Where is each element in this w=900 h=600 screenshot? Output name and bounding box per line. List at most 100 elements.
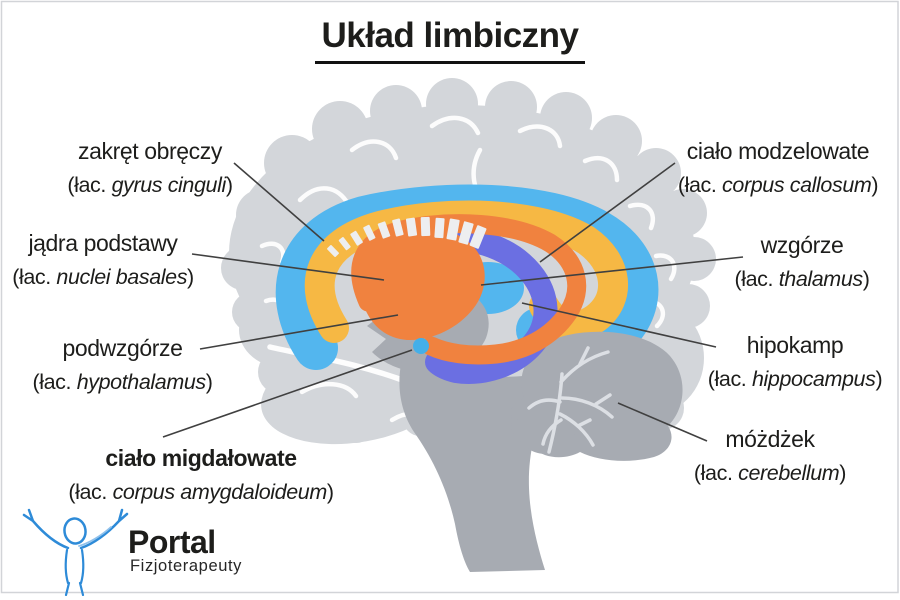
latin-open: (łac. [693,461,733,485]
latin-open: (łac. [12,265,51,289]
internal-capsule-dash [350,230,363,246]
structure-name: móżdżek [725,426,815,452]
structure-name: hipokamp [746,332,844,358]
pointer-lines [162,162,744,442]
cerebrum-lobe-bump [258,350,302,394]
tree-twig [578,346,590,366]
latin-term: cerebellum [738,461,840,485]
latin-open: (łac. [707,367,747,391]
figure-torso [64,548,85,585]
latin-close: ) [839,461,847,485]
latin-close: ) [225,173,233,197]
structure-name: jądra podstawy [28,230,178,256]
tree-twig [576,418,592,428]
structure-latin: (łac. gyrus cinguli) [35,168,265,202]
cerebrum-lobe-bump [339,409,373,443]
cerebrum-lobe-bump [659,189,707,237]
sulcus-line [349,139,399,161]
tree-branch [527,398,562,410]
label-wzgorze: wzgórze (łac. thalamus) [696,228,900,296]
cerebrum-lobe-bump [312,101,368,157]
internal-capsule-dash [469,225,487,249]
cerebrum-lobe-bump [672,237,716,281]
figure-left-arm [22,508,70,550]
structure-latin: (łac. corpus callosum) [662,168,894,202]
structure-latin: (łac. corpus amygdaloideum) [50,475,352,509]
pointer-line-jadra-podstawy [191,253,385,281]
internal-capsule-dashes [327,216,487,257]
latin-term: hippocampus [751,367,876,391]
figure-legs [64,581,85,596]
latin-open: (łac. [68,480,107,504]
figure-right-arm [79,508,129,550]
latin-close: ) [326,480,334,504]
latin-close: ) [205,370,213,394]
structure-name: podwzgórze [62,335,183,361]
lateral-sulcus-line [267,344,421,389]
cerebrum-lobe-bump [540,92,592,144]
sulcus-line [517,124,563,149]
title-text: Układ limbiczny [315,16,585,64]
cerebrum-lobe-bump [284,388,320,424]
latin-term: gyrus cinguli [111,173,227,197]
pointer-line-cialo-migdalowate [162,349,413,438]
raised-arms-figure-icon [22,508,129,596]
latin-open: (łac. [677,173,717,197]
structure-latin: (łac. nuclei basales) [0,260,206,294]
label-cialo-modzelowate: ciało modzelowate (łac. corpus callosum) [662,134,894,202]
internal-capsule-dash [392,218,404,237]
pointer-line-cialo-modzelowate [539,162,676,263]
structure-name: ciało modzelowate [686,138,870,164]
latin-close: ) [187,265,194,289]
internal-capsule-dash [434,217,445,239]
arbor-vitae-tree [527,346,614,454]
latin-term: corpus amygdaloideum [112,480,328,504]
latin-term: corpus callosum [722,173,872,197]
structure-name: ciało migdałowate [105,445,297,471]
cerebrum-lobe-bump [426,78,478,130]
pointer-line-hipokamp [521,302,717,348]
basal-nuclei-highlight [357,227,485,341]
pointer-line-podwzgorze [199,314,399,350]
label-cialo-migdalowate: ciało migdałowate (łac. corpus amygdaloi… [50,441,352,509]
structure-latin: (łac. thalamus) [696,262,900,296]
sulcus-line [429,115,481,136]
internal-capsule-dash [405,217,418,237]
label-hipokamp: hipokamp (łac. hippocampus) [678,328,900,396]
structure-name: wzgórze [760,232,844,258]
internal-capsule-dash [420,216,431,237]
latin-open: (łac. [67,173,106,197]
structure-latin: (łac. hypothalamus) [10,365,235,399]
cerebrum-lobe-bump [221,246,265,290]
latin-open: (łac. [32,370,72,394]
structure-name: zakręt obręczy [78,138,222,164]
internal-capsule-dash [458,221,474,245]
sulcus-line [653,253,677,282]
figure-arm-accent [78,526,112,547]
pointer-line-wzgorze [480,256,744,286]
sulcus-line [582,155,620,183]
tree-branch [560,396,614,419]
tree-branch [559,350,610,384]
internal-capsule-dash [446,218,460,241]
cerebrum-lobe-bump [264,135,320,191]
internal-capsule-dash [338,237,351,251]
latin-term: thalamus [778,267,863,291]
internal-capsule-dash [377,221,391,239]
sulcus-line [627,202,656,231]
latin-close: ) [871,173,879,197]
label-podwzgorze: podwzgórze (łac. hypothalamus) [10,331,235,399]
cerebellum-anterior-lobe [516,400,576,454]
cerebrum-lobe-bump [485,81,537,133]
cerebrum-lobe-bump [370,85,422,137]
label-mozdzek: móżdżek (łac. cerebellum) [656,422,884,490]
cerebrum-lobe-bump [590,115,642,167]
latin-close: ) [862,267,870,291]
pointer-line-zakret-obreczy [233,162,325,242]
logo-subtitle-text: Fizjoterapeuty [130,557,243,575]
figure-head [63,517,87,545]
tree-twig [594,393,612,406]
